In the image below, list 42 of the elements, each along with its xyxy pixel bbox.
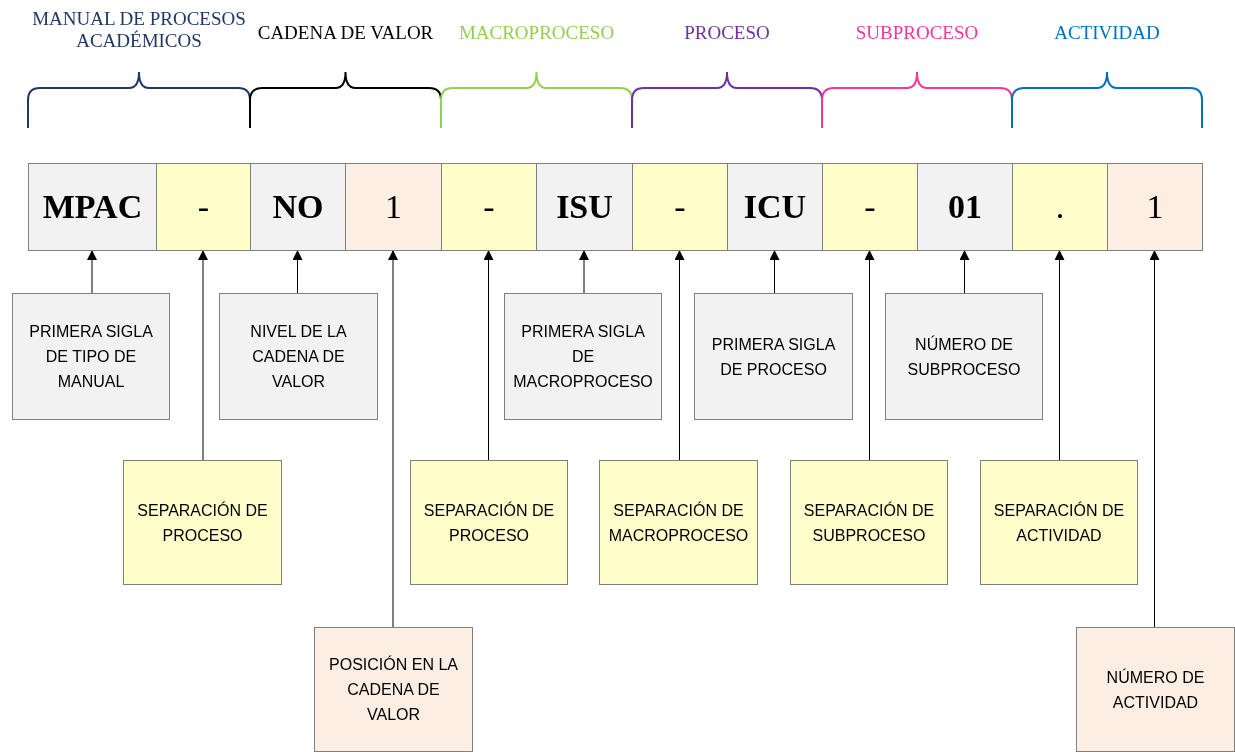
code-segment: ISU bbox=[536, 163, 633, 251]
description-box: SEPARACIÓN DE PROCESO bbox=[123, 460, 282, 585]
description-box: SEPARACIÓN DE MACROPROCESO bbox=[599, 460, 758, 585]
arrow bbox=[483, 250, 494, 461]
section-label: MACROPROCESO bbox=[457, 22, 616, 44]
description-box: SEPARACIÓN DE SUBPROCESO bbox=[790, 460, 948, 585]
code-segment: - bbox=[632, 163, 728, 251]
section-label: MANUAL DE PROCESOS ACADÉMICOS bbox=[31, 8, 247, 52]
section-label: SUBPROCESO bbox=[854, 22, 980, 44]
arrow bbox=[87, 250, 97, 294]
section-label: ACTIVIDAD bbox=[1053, 22, 1161, 44]
arrow bbox=[864, 250, 875, 461]
code-segment: 1 bbox=[1107, 163, 1203, 251]
code-segment: MPAC bbox=[28, 163, 157, 251]
section-label: PROCESO bbox=[683, 22, 771, 44]
arrow bbox=[198, 250, 208, 461]
arrow bbox=[959, 250, 970, 294]
code-segment: . bbox=[1012, 163, 1108, 251]
description-box: NÚMERO DE SUBPROCESO bbox=[885, 293, 1043, 420]
description-box: NÚMERO DE ACTIVIDAD bbox=[1076, 627, 1235, 752]
code-segment: 1 bbox=[345, 163, 442, 251]
description-box: NIVEL DE LA CADENA DE VALOR bbox=[219, 293, 378, 420]
arrow bbox=[1149, 250, 1160, 628]
description-box: POSICIÓN EN LA CADENA DE VALOR bbox=[314, 627, 473, 752]
code-segment: ICU bbox=[727, 163, 823, 251]
code-segment: 01 bbox=[917, 163, 1013, 251]
code-segment: - bbox=[822, 163, 918, 251]
code-segment: - bbox=[156, 163, 251, 251]
arrow bbox=[674, 250, 685, 461]
arrow bbox=[1054, 250, 1065, 461]
arrow bbox=[769, 250, 780, 294]
arrow bbox=[579, 250, 589, 294]
code-segment: NO bbox=[250, 163, 346, 251]
description-box: SEPARACIÓN DE PROCESO bbox=[410, 460, 568, 585]
description-box: SEPARACIÓN DE ACTIVIDAD bbox=[980, 460, 1138, 585]
arrow bbox=[388, 250, 398, 628]
section-label: CADENA DE VALOR bbox=[256, 22, 435, 44]
description-box: PRIMERA SIGLA DE PROCESO bbox=[694, 293, 853, 420]
description-box: PRIMERA SIGLA DE MACROPROCESO bbox=[504, 293, 662, 420]
code-segment: - bbox=[441, 163, 537, 251]
description-box: PRIMERA SIGLA DE TIPO DE MANUAL bbox=[12, 293, 170, 420]
arrow bbox=[292, 250, 303, 294]
